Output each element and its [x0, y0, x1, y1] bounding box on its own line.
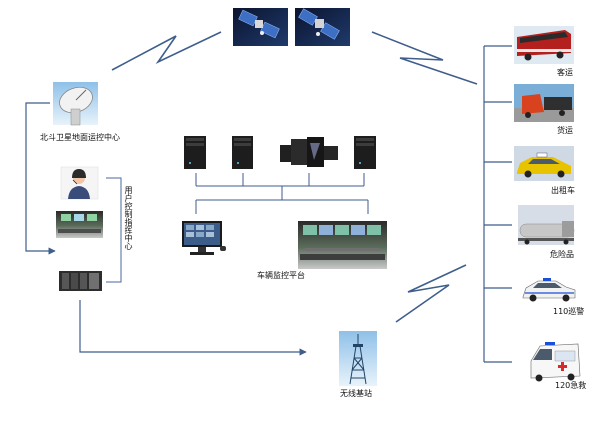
bus-icon [517, 30, 571, 61]
vehicle-3-image [514, 146, 574, 181]
server-tower-icon [232, 136, 253, 169]
control-room-icon [300, 225, 385, 260]
tower-image [339, 331, 377, 386]
satellite-2 [295, 8, 350, 46]
workstation [182, 221, 226, 255]
vehicle-1-image [514, 26, 574, 64]
operator-headset-icon [68, 169, 90, 199]
link-ground-satellite [111, 31, 222, 71]
vehicle-5-label: 110巡警 [553, 307, 585, 316]
control-room-small-image [56, 211, 103, 238]
ground-center-image [53, 82, 98, 126]
vehicle-6-label: 120急救 [555, 381, 587, 390]
platform-label: 车辆监控平台 [257, 271, 305, 280]
vehicle-3-label: 出租车 [551, 186, 575, 195]
taxi-icon [517, 152, 571, 178]
control-room-icon [58, 214, 101, 233]
tanker-icon [518, 221, 575, 245]
server-tower-icon [354, 136, 376, 169]
link-tower-vehicles [395, 264, 467, 323]
tower-label: 无线基站 [340, 389, 372, 398]
truck-icon [514, 94, 574, 122]
police-car-icon [522, 278, 576, 302]
vehicle-2-image [514, 84, 574, 122]
satellite-dish-icon [59, 86, 93, 126]
monitor-center-bracket [106, 177, 122, 283]
platform-image [298, 221, 387, 269]
server-cluster-icon [280, 137, 338, 167]
satellite-1 [233, 8, 288, 46]
connector-ground-to-center [25, 102, 56, 255]
vehicle-5-image [521, 272, 577, 305]
server-bus [195, 173, 369, 214]
link-satellite-vehicles [371, 31, 478, 85]
server-room-icon [62, 273, 99, 289]
ambulance-icon [530, 342, 581, 382]
ground-center-label: 北斗卫星地面运控中心 [40, 133, 120, 142]
server-3 [280, 137, 338, 167]
server-room-image [59, 271, 102, 291]
satellite-icon [298, 8, 340, 40]
server-2 [232, 136, 253, 169]
satellite-icon [238, 9, 280, 39]
vehicle-1-label: 客运 [557, 68, 573, 77]
server-4 [354, 136, 376, 169]
connector-center-to-tower [79, 300, 307, 356]
vehicle-4-image [518, 205, 575, 245]
server-1 [184, 136, 206, 169]
vehicle-2-label: 货运 [557, 126, 573, 135]
operator-image [60, 166, 99, 200]
monitor-icon [182, 221, 226, 255]
radio-tower-icon [349, 334, 367, 385]
vehicle-6-image [527, 338, 582, 383]
vehicle-tree [483, 45, 512, 363]
server-tower-icon [184, 136, 206, 169]
vehicle-4-label: 危险品 [550, 250, 574, 259]
monitor-center-label: 用户控制指挥中心 [124, 186, 133, 250]
